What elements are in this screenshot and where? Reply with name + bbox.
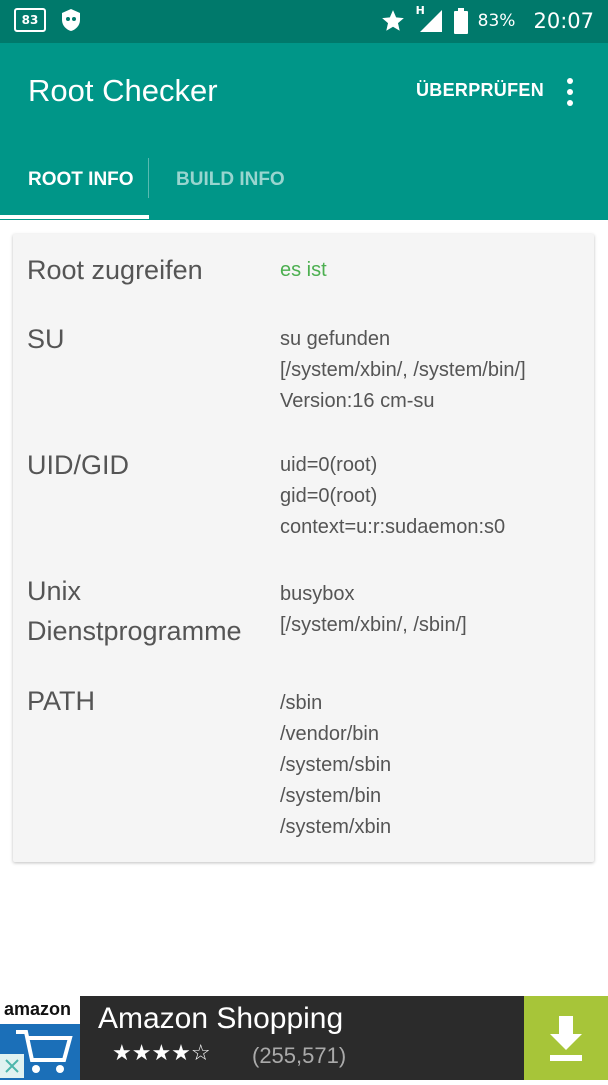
- tab-indicator: [0, 215, 149, 219]
- status-bar: 83 H 83% 20:07: [0, 0, 608, 43]
- row-value: uid=0(root): [280, 454, 378, 476]
- download-button[interactable]: [524, 996, 608, 1080]
- ad-brand-logo: amazon: [4, 999, 72, 1019]
- notification-badge-icon: 83: [14, 8, 46, 32]
- row-values: es ist: [280, 255, 327, 286]
- row-values: busybox [/system/xbin/, /sbin/]: [280, 579, 467, 641]
- check-button[interactable]: ÜBERPRÜFEN: [416, 80, 545, 100]
- root-info-card: Root zugreifen es ist SU su gefunden [/s…: [13, 234, 594, 862]
- row-value: /sbin: [280, 692, 323, 714]
- network-type-label: H: [415, 4, 425, 17]
- tab-divider: [148, 158, 149, 198]
- star-icon: [381, 10, 404, 31]
- amazon-app-icon[interactable]: amazon: [0, 996, 80, 1080]
- row-value: Version:16 cm-su: [280, 390, 435, 412]
- ad-title[interactable]: Amazon Shopping: [98, 1002, 344, 1035]
- row-value: /system/xbin: [280, 816, 392, 838]
- app-bar: Root Checker ÜBERPRÜFEN ROOT INFO BUILD …: [0, 43, 608, 220]
- tab-root-info[interactable]: ROOT INFO: [28, 169, 134, 190]
- row-values: su gefunden [/system/xbin/, /system/bin/…: [280, 324, 526, 417]
- row-value: /vendor/bin: [280, 723, 379, 745]
- tab-build-info[interactable]: BUILD INFO: [176, 169, 285, 190]
- overflow-menu-icon[interactable]: [560, 76, 580, 108]
- ad-close-icon[interactable]: [0, 1054, 24, 1078]
- shopping-cart-icon: [16, 1030, 73, 1073]
- row-values: uid=0(root) gid=0(root) context=u:r:suda…: [280, 450, 505, 543]
- row-value: /system/bin: [280, 785, 382, 807]
- row-label: Root zugreifen: [27, 255, 203, 285]
- row-value: [/system/xbin/, /sbin/]: [280, 614, 467, 636]
- signal-icon: H: [416, 4, 444, 34]
- row-label: PATH: [27, 686, 96, 716]
- rating-count: (255,571): [252, 1043, 347, 1068]
- clock: 20:07: [533, 9, 594, 33]
- app-title: Root Checker: [28, 73, 218, 108]
- row-value: gid=0(root): [280, 485, 378, 507]
- shield-icon: [62, 9, 80, 31]
- row-value: /system/sbin: [280, 754, 392, 776]
- rating-stars-icon: ★★★★☆: [112, 1041, 211, 1066]
- row-label-line: Unix: [27, 576, 82, 606]
- row-label: Unix Dienstprogramme: [27, 571, 267, 651]
- row-label-line: Dienstprogramme: [27, 616, 242, 646]
- download-icon: [550, 1016, 582, 1061]
- row-label: SU: [27, 324, 65, 354]
- battery-percent: 83%: [477, 11, 516, 31]
- row-value: [/system/xbin/, /system/bin/]: [280, 359, 526, 381]
- root-status-value: es ist: [280, 259, 327, 281]
- ad-banner[interactable]: amazon Amazon Shopping ★★★★☆ (255,571): [0, 996, 608, 1080]
- row-value: su gefunden: [280, 328, 391, 350]
- row-values: /sbin /vendor/bin /system/sbin /system/b…: [280, 688, 391, 843]
- battery-icon: [453, 8, 468, 34]
- row-value: busybox: [280, 583, 355, 605]
- row-label: UID/GID: [27, 450, 130, 480]
- row-value: context=u:r:sudaemon:s0: [280, 516, 506, 538]
